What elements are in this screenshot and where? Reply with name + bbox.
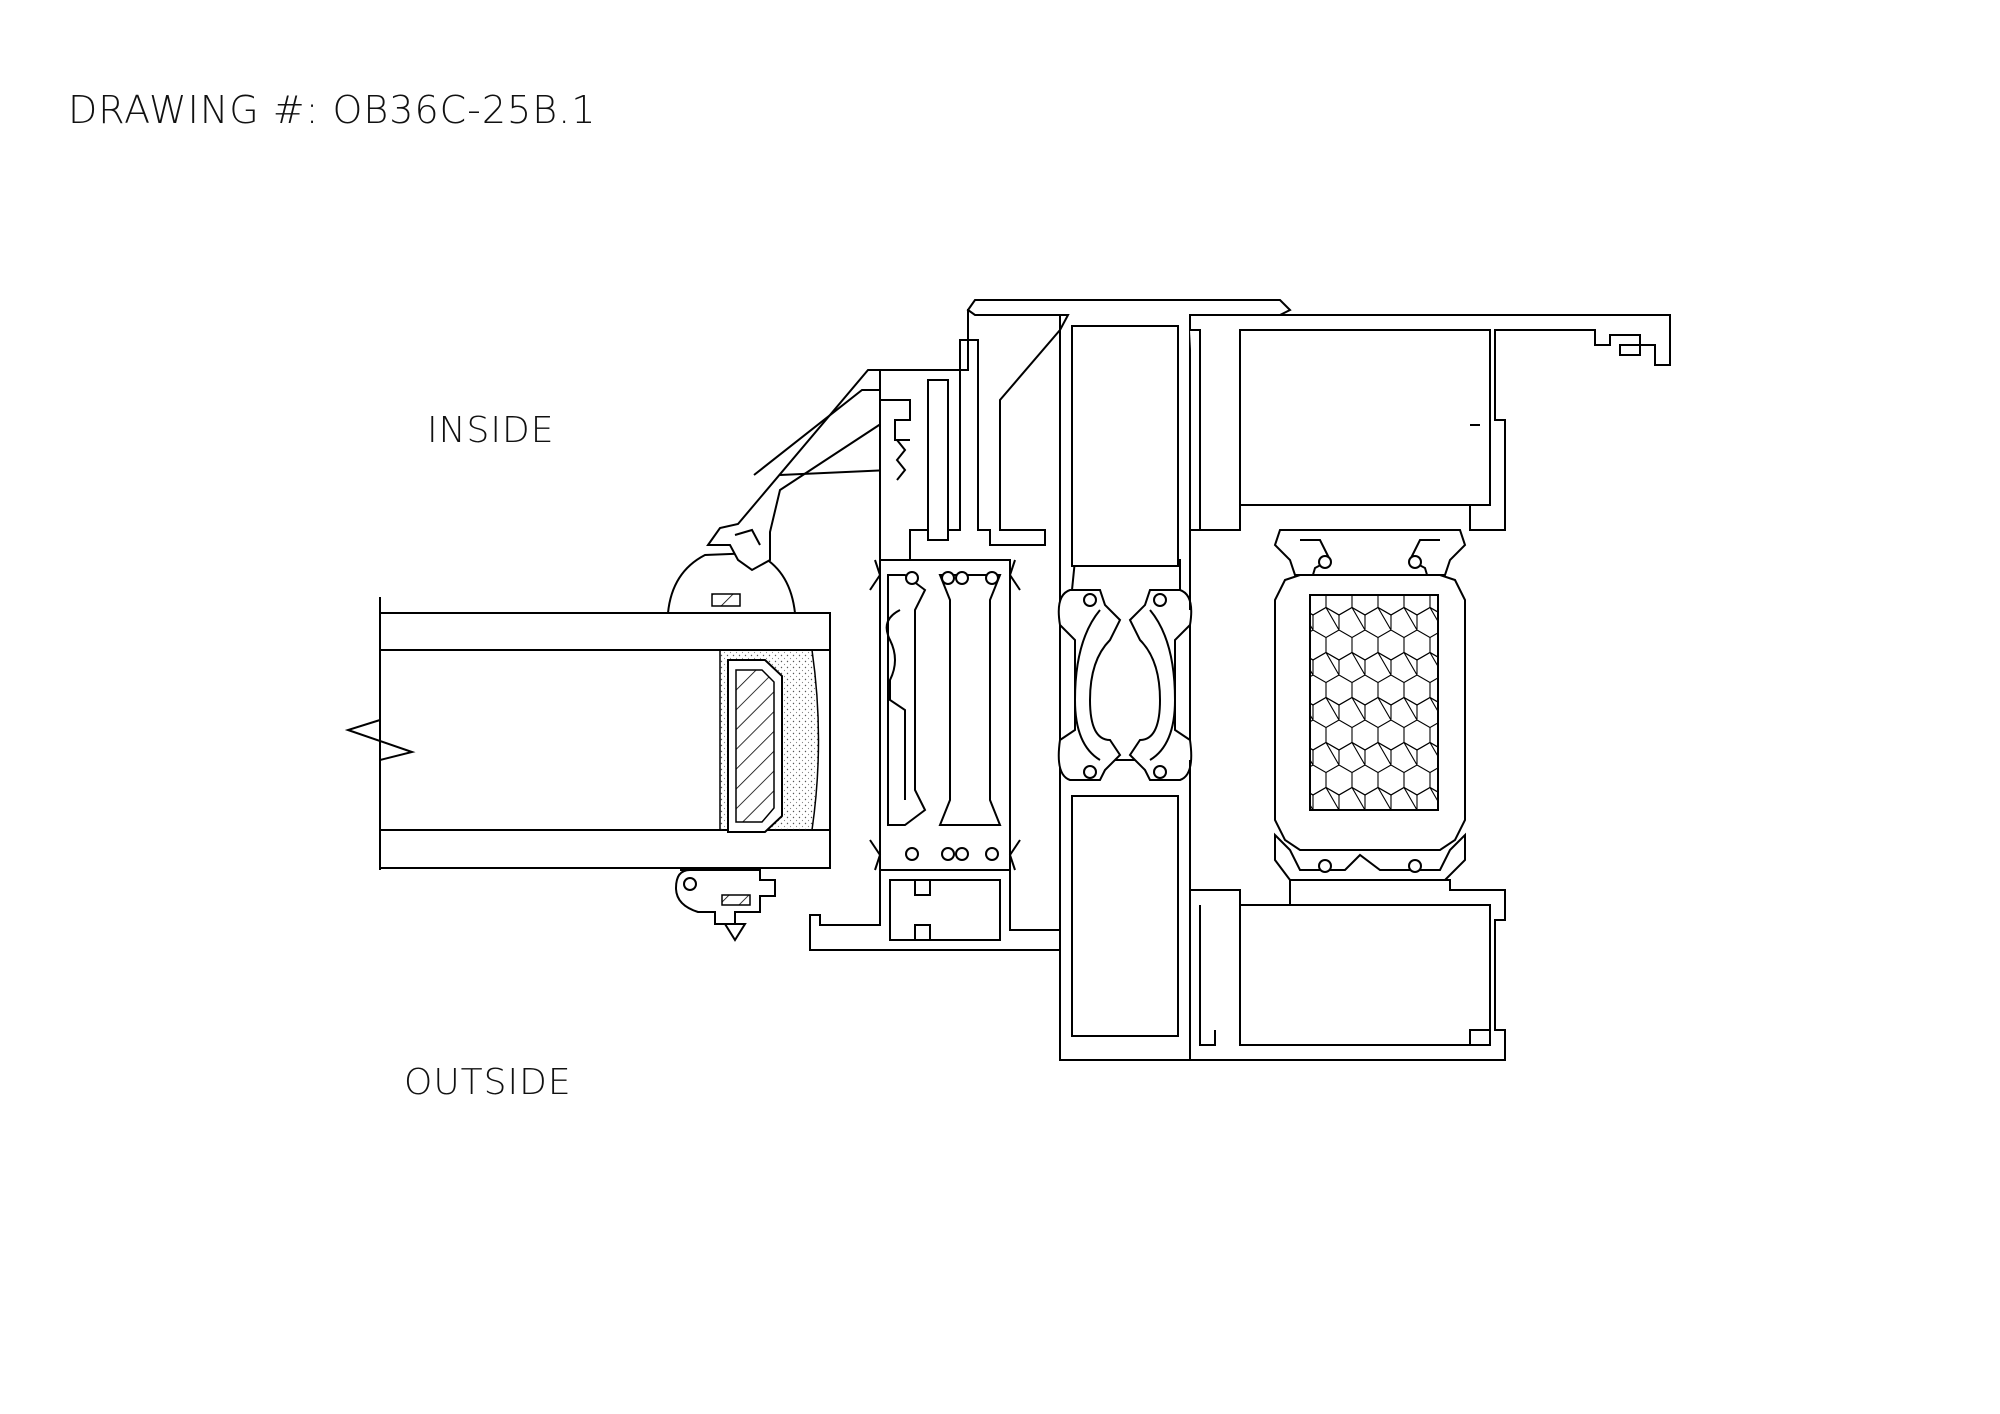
inside-label: INSIDE — [427, 410, 555, 451]
bottom-glazing-gasket — [674, 869, 776, 942]
glass-unit — [344, 597, 831, 870]
mullion-profile — [966, 299, 1292, 1061]
outside-label: OUTSIDE — [404, 1062, 572, 1103]
outer-frame-profile — [1189, 314, 1671, 1061]
drawing-number-title: DRAWING #: OB36C-25B.1 — [68, 88, 597, 132]
glass-edge-seal — [719, 649, 820, 833]
glazing-bead — [706, 369, 903, 572]
top-glazing-gasket — [666, 551, 797, 614]
